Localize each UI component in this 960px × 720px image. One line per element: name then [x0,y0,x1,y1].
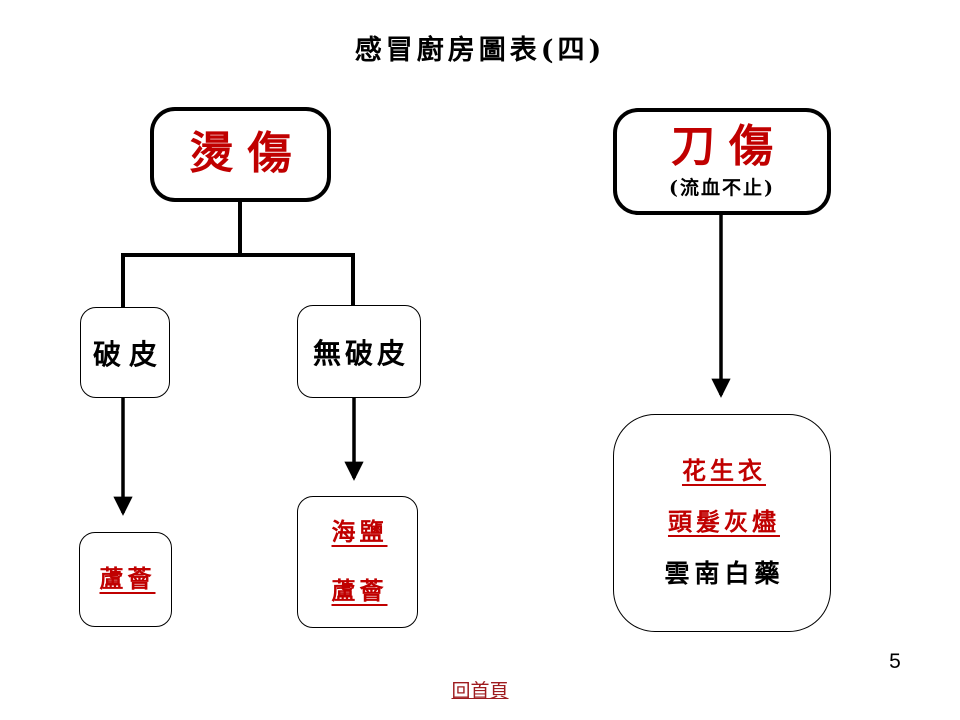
node-knife-wound: 刀傷 (流血不止) [613,108,831,215]
node-no-broken-skin-label: 無破皮 [312,336,409,370]
remedy-seasalt-label: 海鹽 [331,517,388,547]
node-scald-label: 燙傷 [189,128,306,180]
node-knife-wound-label: 刀傷 [671,120,787,172]
node-no-broken-skin: 無破皮 [297,305,421,398]
slide-title: 感冒廚房圖表(四) [354,35,606,66]
node-knife-wound-sublabel: (流血不止) [669,177,775,200]
remedy-aloe2-label: 蘆薈 [331,576,388,605]
page-number: 5 [889,650,901,673]
node-broken-skin-label: 破皮 [92,337,165,371]
remedy-knife-wound: 花生衣 頭髮灰燼 雲南白藥 [613,414,831,632]
remedy-peanut-skin-label: 花生衣 [681,456,766,486]
remedy-aloe: 蘆薈 [79,532,172,627]
remedy-aloe-label: 蘆薈 [99,564,156,594]
node-scald: 燙傷 [150,107,331,202]
remedy-hair-ash-label: 頭髮灰燼 [667,507,780,536]
home-link[interactable]: 回首頁 [451,680,509,702]
remedy-seasalt-aloe: 海鹽 蘆薈 [297,496,418,628]
remedy-yunnan-baiyao-label: 雲南白藥 [664,558,785,588]
node-broken-skin: 破皮 [80,307,170,398]
